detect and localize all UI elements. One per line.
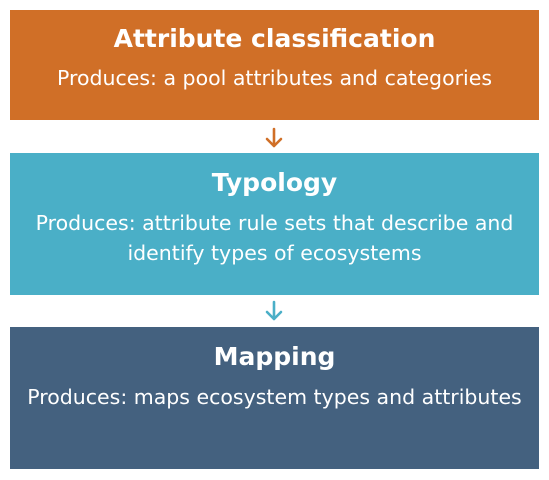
step-description: Produces: maps ecosystem types and attri… [27,385,522,409]
arrow-down-icon [265,127,283,148]
step-title: Mapping [213,342,336,371]
step-mapping: Mapping Produces: maps ecosystem types a… [10,327,539,469]
step-description: Produces: a pool attributes and categori… [56,66,493,90]
arrow-down-icon [265,300,283,321]
step-title: Attribute classification [113,24,436,53]
step-typology: Typology Produces: attribute rule sets t… [10,153,539,295]
step-attribute-classification: Attribute classification Produces: a poo… [10,10,539,120]
step-description: Produces: attribute rule sets that descr… [35,211,514,265]
step-title: Typology [211,168,338,197]
